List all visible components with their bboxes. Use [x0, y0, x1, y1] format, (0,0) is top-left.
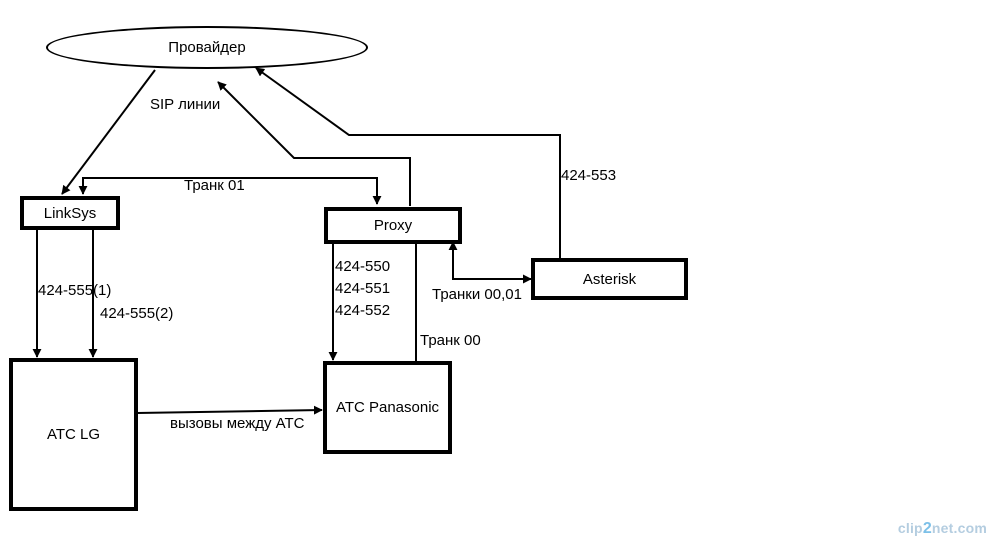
- label-424-550: 424-550: [335, 258, 391, 275]
- node-linksys[interactable]: LinkSys: [20, 196, 120, 230]
- watermark-part-2: 2: [922, 520, 932, 537]
- node-linksys-label: LinkSys: [43, 204, 97, 222]
- node-proxy-label: Proxy: [373, 217, 413, 234]
- label-sip-lines: SIP линии: [150, 96, 221, 113]
- label-424-551: 424-551: [335, 280, 391, 297]
- label-trunk-01: Транк 01: [184, 177, 245, 194]
- label-424-555-2: 424-555(2): [100, 305, 174, 322]
- label-424-552: 424-552: [335, 302, 391, 319]
- label-424-555-1: 424-555(1): [38, 282, 112, 299]
- node-asterisk-label: Asterisk: [582, 270, 637, 288]
- link-provider-linksys: [61, 69, 156, 195]
- watermark-part-3: net.com: [931, 520, 987, 536]
- node-atc-panasonic-label: ATC Panasonic: [335, 399, 440, 416]
- label-424-553: 424-553: [561, 167, 617, 184]
- node-asterisk[interactable]: Asterisk: [531, 258, 688, 300]
- node-provider-label: Провайдер: [168, 39, 246, 56]
- link-trunk-01: [78, 177, 382, 205]
- link-proxy-asterisk: [448, 241, 532, 284]
- label-trunk-00: Транк 00: [420, 332, 481, 349]
- node-atc-panasonic[interactable]: ATC Panasonic: [323, 361, 452, 454]
- label-trunks-00-01: Транки 00,01: [432, 286, 522, 303]
- label-calls-between-atc: вызовы между АТС: [170, 415, 305, 432]
- link-asterisk-provider: [255, 67, 561, 258]
- node-proxy[interactable]: Proxy: [324, 207, 462, 244]
- watermark-logo: clip2net.com: [898, 520, 987, 538]
- link-atc-lg-atc-panasonic: [136, 405, 323, 415]
- node-provider[interactable]: Провайдер: [46, 26, 368, 69]
- link-proxy-provider: [217, 81, 411, 206]
- node-atc-lg-label: ATC LG: [46, 426, 101, 443]
- watermark-part-1: clip: [897, 520, 923, 536]
- node-atc-lg[interactable]: ATC LG: [9, 358, 138, 511]
